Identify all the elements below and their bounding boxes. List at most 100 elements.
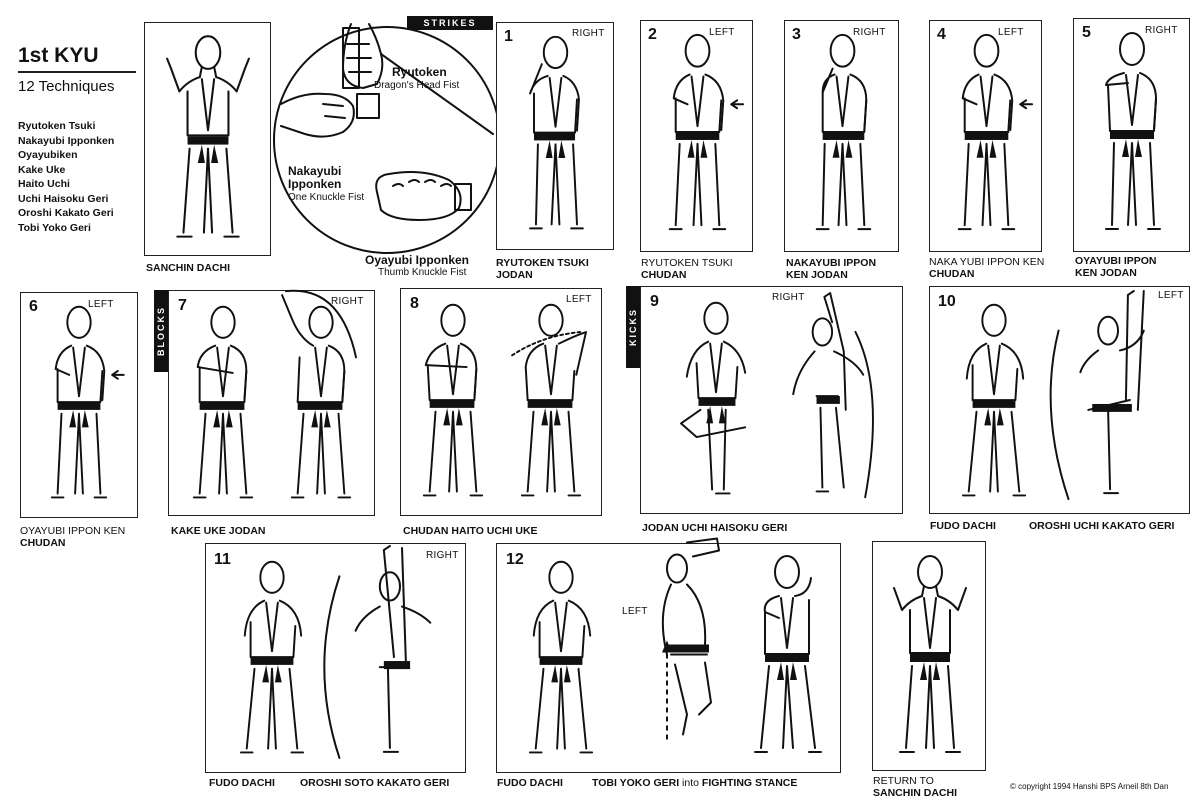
panel-6 bbox=[20, 292, 138, 518]
panel-number: 2 bbox=[648, 26, 657, 43]
panel-3 bbox=[784, 20, 899, 252]
caption-panel-5-line-2: KEN JODAN bbox=[1075, 267, 1137, 279]
karateka-figure bbox=[1049, 290, 1145, 501]
karateka-figure bbox=[529, 35, 584, 230]
caption-panel-4-line-1: NAKA YUBI IPPON KEN bbox=[929, 256, 1045, 268]
copyright-notice: © copyright 1994 Hanshi BPS Arneil 8th D… bbox=[1010, 782, 1169, 791]
caption-panel-12-kick: TOBI YOKO GERI into FIGHTING STANCE bbox=[592, 777, 797, 789]
panel-number: 11 bbox=[214, 551, 231, 568]
panel-number: 1 bbox=[504, 28, 513, 45]
technique-list: Ryutoken Tsuki Nakayubi Ipponken Oyayubi… bbox=[18, 119, 114, 235]
karateka-figure bbox=[961, 303, 1027, 497]
technique-item: Oyayubiken bbox=[18, 149, 78, 161]
direction-label: LEFT bbox=[1158, 290, 1184, 301]
ryutoken-name: Ryutoken bbox=[392, 65, 447, 79]
direction-label: LEFT bbox=[709, 27, 735, 38]
caption-panel-12-stance: FUDO DACHI bbox=[497, 777, 563, 789]
caption-panel-11-kick: OROSHI SOTO KAKATO GERI bbox=[300, 777, 450, 789]
panel-12 bbox=[496, 537, 841, 773]
technique-item: Ryutoken Tsuki bbox=[18, 120, 96, 132]
direction-label: LEFT bbox=[566, 294, 592, 305]
nakayubi-desc: One Knuckle Fist bbox=[288, 192, 365, 203]
karateka-figure bbox=[511, 303, 587, 497]
caption-kick-name: TOBI YOKO GERI bbox=[592, 777, 680, 789]
caption-panel-5-line-1: OYAYUBI IPPON bbox=[1075, 255, 1157, 267]
page-subtitle: 12 Techniques bbox=[18, 78, 115, 95]
panel-8 bbox=[400, 288, 602, 516]
direction-label: RIGHT bbox=[331, 296, 364, 307]
strikes-circle bbox=[273, 23, 501, 254]
panel-number: 3 bbox=[792, 26, 801, 43]
caption-panel-1-line-2: JODAN bbox=[496, 269, 533, 281]
direction-label: RIGHT bbox=[426, 550, 459, 561]
technique-item: Kake Uke bbox=[18, 163, 66, 176]
technique-item: Haito Uchi bbox=[18, 178, 70, 190]
direction-label: RIGHT bbox=[853, 27, 886, 38]
panel-4 bbox=[929, 20, 1042, 252]
karateka-figure bbox=[661, 537, 720, 740]
panel-9 bbox=[640, 286, 903, 514]
caption-return-line-2: SANCHIN DACHI bbox=[873, 787, 957, 799]
panel-number: 8 bbox=[410, 295, 419, 312]
caption-panel-6-line-1: OYAYUBI IPPON KEN bbox=[20, 525, 126, 537]
karateka-figure bbox=[528, 560, 594, 754]
ryutoken-desc: Dragon's Head Fist bbox=[374, 80, 460, 91]
karateka-figure bbox=[50, 305, 125, 499]
panel-number: 6 bbox=[29, 298, 38, 315]
caption-panel-1-line-1: RYUTOKEN TSUKI bbox=[496, 257, 589, 269]
caption-into: into bbox=[679, 777, 702, 789]
panel-10 bbox=[929, 286, 1190, 514]
karateka-figure bbox=[893, 555, 967, 753]
panel-return bbox=[872, 541, 986, 771]
direction-label: LEFT bbox=[998, 27, 1024, 38]
caption-panel-2-line-2: CHUDAN bbox=[641, 269, 687, 281]
panel-number: 7 bbox=[178, 297, 187, 314]
karateka-figure bbox=[957, 33, 1034, 231]
karateka-figure bbox=[1105, 32, 1161, 230]
direction-label: RIGHT bbox=[572, 28, 605, 39]
panel-number: 12 bbox=[506, 551, 524, 568]
strikes-banner: STRIKES bbox=[407, 16, 493, 30]
caption-panel-9: JODAN UCHI HAISOKU GERI bbox=[642, 522, 788, 534]
caption-stance: FIGHTING STANCE bbox=[701, 777, 798, 789]
karateka-figure bbox=[281, 289, 357, 499]
karateka-figure bbox=[754, 555, 822, 753]
karateka-figure bbox=[792, 292, 874, 499]
caption-panel-10-kick: OROSHI UCHI KAKATO GERI bbox=[1029, 520, 1175, 532]
karateka-figure bbox=[239, 560, 305, 754]
panel-number: 4 bbox=[937, 26, 946, 43]
caption-return-line-1: RETURN TO bbox=[873, 775, 934, 787]
karateka-figure bbox=[680, 301, 747, 495]
panel-5 bbox=[1073, 18, 1190, 252]
caption-panel-7: KAKE UKE JODAN bbox=[171, 525, 266, 537]
direction-label: RIGHT bbox=[1145, 25, 1178, 36]
karateka-figure bbox=[192, 305, 254, 499]
panel-number: 9 bbox=[650, 293, 659, 310]
caption-panel-10-stance: FUDO DACHI bbox=[930, 520, 996, 532]
nakayubi-name-1: Nakayubi bbox=[288, 164, 342, 178]
caption-panel-2-line-1: RYUTOKEN TSUKI bbox=[641, 257, 733, 269]
nakayubi-name-2: Ipponken bbox=[288, 177, 342, 191]
caption-panel-4-line-2: CHUDAN bbox=[929, 268, 975, 280]
panel-2 bbox=[640, 20, 753, 252]
karateka-figure bbox=[815, 33, 872, 231]
panel-number: 5 bbox=[1082, 24, 1091, 41]
technique-item: Uchi Haisoku Geri bbox=[18, 192, 109, 205]
panel-7 bbox=[168, 289, 375, 516]
karateka-figure bbox=[166, 35, 250, 238]
technique-item: Oroshi Kakato Geri bbox=[18, 207, 114, 219]
panel-1 bbox=[496, 22, 614, 250]
direction-label: RIGHT bbox=[772, 292, 805, 303]
panel-number: 10 bbox=[938, 293, 956, 310]
title-rule bbox=[18, 71, 136, 73]
technique-item: Tobi Yoko Geri bbox=[18, 221, 91, 234]
karateka-figure bbox=[323, 544, 432, 759]
caption-panel-6-line-2: CHUDAN bbox=[20, 537, 66, 549]
blocks-banner: BLOCKS bbox=[154, 290, 168, 372]
direction-label: LEFT bbox=[622, 606, 648, 617]
caption-panel-3-line-1: NAKAYUBI IPPON bbox=[786, 257, 877, 269]
direction-label: LEFT bbox=[88, 299, 114, 310]
technique-item: Nakayubi Ipponken bbox=[18, 134, 115, 147]
caption-panel-3-line-2: KEN JODAN bbox=[786, 269, 848, 281]
page-title: 1st KYU bbox=[18, 44, 99, 67]
